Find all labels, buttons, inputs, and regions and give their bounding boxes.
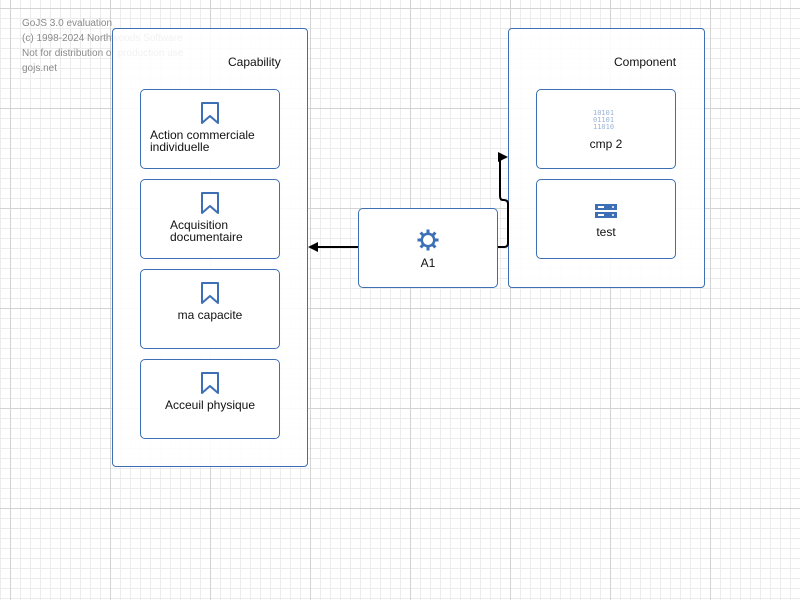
- svg-text:01101: 01101: [593, 116, 614, 124]
- watermark-line: GoJS 3.0 evaluation: [22, 18, 113, 29]
- application-node-label: A1: [420, 256, 436, 270]
- capability-node-label: Action commerciale individuelle: [150, 128, 255, 154]
- watermark-line: (c) 1998-2024 Northwoods Software: [22, 33, 183, 44]
- capability-node-acquisition-documentaire[interactable]: Acquisition documentaire: [140, 179, 280, 259]
- component-node-test[interactable]: test: [536, 179, 676, 259]
- capability-group-title: Capability: [228, 55, 281, 69]
- gear-icon: [417, 229, 439, 251]
- bookmark-icon: [200, 191, 220, 215]
- component-node-label: test: [596, 225, 616, 239]
- capability-node-ma-capacite[interactable]: ma capacite: [140, 269, 280, 349]
- bookmark-icon: [200, 371, 220, 395]
- svg-text:10101: 10101: [593, 109, 614, 117]
- capability-node-label: Acceuil physique: [164, 398, 256, 412]
- arrowhead-icon: [498, 152, 508, 162]
- capability-node-label: Acquisition documentaire: [170, 218, 243, 244]
- application-node-a1[interactable]: A1: [358, 208, 498, 288]
- link-a1-to-component[interactable]: [498, 152, 509, 248]
- arrowhead-icon: [308, 242, 318, 252]
- svg-text:11010: 11010: [593, 123, 614, 131]
- capability-node-label: ma capacite: [177, 308, 243, 322]
- bookmark-icon: [200, 101, 220, 125]
- watermark-line: Not for distribution or production use: [22, 48, 184, 59]
- component-node-label: cmp 2: [589, 137, 623, 151]
- capability-node-acceuil-physique[interactable]: Acceuil physique: [140, 359, 280, 439]
- watermark-line: gojs.net: [22, 63, 58, 74]
- component-group-title: Component: [614, 55, 677, 69]
- component-node-cmp-2[interactable]: 10101 01101 11010 cmp 2: [536, 89, 676, 169]
- capability-node-action-commerciale[interactable]: Action commerciale individuelle: [140, 89, 280, 169]
- bookmark-icon: [200, 281, 220, 305]
- evaluation-watermark: GoJS 3.0 evaluation (c) 1998-2024 Northw…: [22, 16, 183, 76]
- binary-code-icon: 10101 01101 11010: [593, 108, 619, 132]
- link-a1-to-capability[interactable]: [308, 242, 358, 252]
- server-rack-icon: [594, 202, 618, 220]
